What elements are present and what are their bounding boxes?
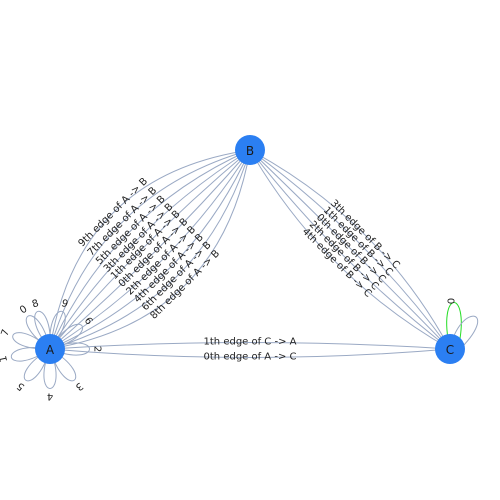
bc-edge-0[interactable] bbox=[249, 149, 451, 350]
a-self-loop-1[interactable] bbox=[49, 310, 66, 350]
nodes-layer: A B C bbox=[35, 135, 465, 364]
a-self-loop-8[interactable] bbox=[12, 332, 51, 350]
a-self-loop-label-7: 1 bbox=[0, 355, 10, 364]
ac-edge-label-0: 1th edge of C -> A bbox=[204, 337, 297, 348]
ab-edge-4[interactable] bbox=[49, 149, 251, 350]
ab-edge-5[interactable] bbox=[49, 149, 251, 350]
c-self-loop-highlight[interactable] bbox=[446, 302, 462, 350]
bc-edge-4[interactable] bbox=[249, 149, 451, 350]
a-self-loop-4[interactable] bbox=[49, 348, 77, 382]
a-self-loop-label-0: 8 bbox=[31, 298, 40, 310]
a-self-loop-label-6: 5 bbox=[15, 380, 27, 393]
a-self-loop-label-4: 3 bbox=[73, 380, 85, 393]
a-self-loop-7[interactable] bbox=[10, 347, 51, 362]
ab-edge-0[interactable] bbox=[49, 149, 251, 350]
a-self-loop-label-9: 0 bbox=[18, 304, 29, 317]
a-self-loop-0[interactable] bbox=[34, 310, 51, 350]
ac-edge-0[interactable] bbox=[49, 342, 451, 350]
node-c[interactable] bbox=[435, 334, 465, 364]
bc-edge-1[interactable] bbox=[249, 149, 451, 350]
node-c-label: C bbox=[446, 343, 454, 357]
a-self-loop-2[interactable] bbox=[49, 323, 83, 350]
bc-edge-2[interactable] bbox=[249, 149, 451, 350]
node-b[interactable] bbox=[235, 135, 265, 165]
ab-edge-1[interactable] bbox=[49, 149, 251, 350]
ab-edge-6[interactable] bbox=[49, 149, 251, 350]
a-self-loop-label-5: 4 bbox=[47, 391, 53, 402]
ab-edge-8[interactable] bbox=[49, 149, 251, 350]
node-b-label: B bbox=[246, 144, 254, 158]
ab-edge-2[interactable] bbox=[49, 149, 251, 350]
a-self-loop-5[interactable] bbox=[43, 348, 57, 389]
edges-layer bbox=[10, 149, 479, 389]
a-self-loop-label-2: 6 bbox=[82, 316, 95, 328]
a-self-loop-3[interactable] bbox=[49, 342, 90, 356]
c-self-loop-label-0: 0 bbox=[445, 298, 456, 304]
a-self-loop-label-8: 7 bbox=[0, 328, 12, 338]
node-a[interactable] bbox=[35, 334, 65, 364]
a-self-loop-6[interactable] bbox=[23, 348, 51, 382]
a-self-loop-label-3: 2 bbox=[92, 346, 103, 352]
ac-edge-1[interactable] bbox=[49, 348, 451, 358]
a-self-loop-label-1: 9 bbox=[60, 298, 69, 310]
node-a-label: A bbox=[46, 343, 55, 357]
ab-edge-9[interactable] bbox=[49, 149, 251, 350]
a-self-loop-9[interactable] bbox=[25, 315, 51, 350]
ab-edge-7[interactable] bbox=[49, 149, 251, 350]
bc-edge-3[interactable] bbox=[249, 149, 451, 350]
ab-edge-3[interactable] bbox=[49, 149, 251, 350]
ac-edge-label-1: 0th edge of A -> C bbox=[204, 352, 297, 363]
